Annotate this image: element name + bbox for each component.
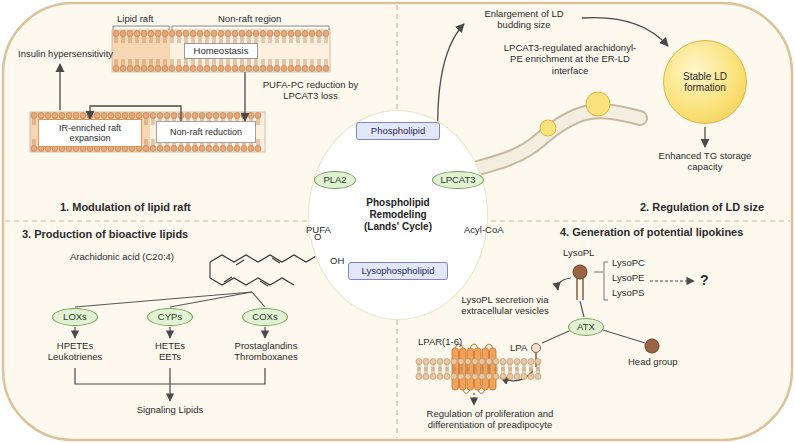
lpar-receptor <box>452 344 496 394</box>
enzyme-oval: PLA2 <box>314 171 356 189</box>
text-label: Regulation of proliferation and differen… <box>405 408 575 431</box>
text-label: Non-raft region <box>218 13 281 24</box>
split-line <box>542 331 569 343</box>
text-label: ? <box>700 272 709 289</box>
acid-structure <box>210 244 328 286</box>
text-label: HPETEs Leukotrienes <box>35 340 115 363</box>
section-title: 1. Modulation of lipid raft <box>60 201 191 214</box>
split-line <box>603 330 645 343</box>
text-label: Head group <box>628 356 678 367</box>
droplet-circle: Stable LD formation <box>663 40 747 124</box>
lipid-heads <box>31 113 261 152</box>
text-label: Signaling Lipids <box>120 404 220 415</box>
text-label: Enlargement of LD budding size <box>468 8 580 31</box>
arrow <box>473 393 474 405</box>
outer-frame <box>3 3 792 440</box>
text-label: LysoPC <box>612 257 645 268</box>
node-text: Lysophospholipid <box>361 266 434 277</box>
arrow <box>704 127 705 147</box>
text-label: LysoPE <box>612 272 644 283</box>
text-label: Insulin hypersensitivity <box>18 48 113 59</box>
enzyme-oval: COXs <box>242 308 288 326</box>
node-text: PLA2 <box>323 175 346 186</box>
lipid-heads <box>416 359 541 380</box>
node-text: LPCAT3 <box>440 175 475 186</box>
split-line <box>580 301 584 317</box>
enzyme-oval: ATX <box>568 318 604 336</box>
text-label: HETEs EETs <box>145 340 195 363</box>
text-label: LPAR(1-6) <box>418 336 462 347</box>
membrane-panel: Homeostasis <box>112 30 330 72</box>
node-text: LOXs <box>63 312 87 323</box>
text-label: Arachidonic acid (C20:4) <box>70 251 174 262</box>
section-title: 3. Production of bioactive lipids <box>22 228 188 241</box>
node-text: Phospholipid Remodeling (Lands' Cycle) <box>358 197 438 233</box>
text-label: Acyl-CoA <box>464 224 504 235</box>
arrow <box>75 327 265 401</box>
arrow <box>582 18 668 46</box>
arrow <box>558 278 571 290</box>
section-title: 2. Regulation of LD size <box>640 201 764 214</box>
lipid-heads <box>113 31 329 72</box>
lipid-box: Lysophospholipid <box>348 262 448 280</box>
node-text: IR-enriched raft expansion <box>42 123 138 144</box>
text-label: LysoPS <box>612 287 644 298</box>
node-text: ATX <box>577 322 595 333</box>
cycle-connector <box>244 72 245 121</box>
text-label: PUFA-PC reduction by LPCAT3 loss <box>253 79 368 102</box>
section-title: 4. Generation of potential lipokines <box>560 226 743 239</box>
node-text: COXs <box>252 312 277 323</box>
enzyme-oval: CYPs <box>147 308 193 326</box>
text-label: LPA <box>510 342 527 353</box>
text-label: O <box>314 231 321 242</box>
text-label: LysoPL <box>563 247 594 258</box>
node-text: Non-raft reduction <box>170 127 242 137</box>
text-label: LPCAT3-regulated arachidonyl-PE enrichme… <box>500 42 640 76</box>
text-label: Lipid raft <box>117 13 153 24</box>
branch-lines <box>75 292 265 307</box>
raft-box: IR-enriched raft expansion <box>38 119 142 147</box>
node-text: CYPs <box>158 312 182 323</box>
node-text: Homeostasis <box>184 43 259 60</box>
text-label: Prostaglandins Thromboxanes <box>222 340 310 363</box>
node-text: Phospholipid <box>371 126 425 137</box>
cycle-ellipse: Phospholipid Remodeling (Lands' Cycle) Ph… <box>308 110 488 320</box>
lysopl-icon <box>573 262 608 300</box>
raft-box: Non-raft reduction <box>156 121 256 143</box>
text-label: Enhanced TG storage capacity <box>655 150 755 173</box>
arrow <box>650 280 694 281</box>
arrow <box>59 64 60 110</box>
node-text: Stable LD formation <box>674 71 736 94</box>
text-label: OH <box>330 255 344 266</box>
text-label: LysoPL secretion via extracellular vesic… <box>455 294 555 317</box>
head-group-icon <box>645 339 659 353</box>
arrow <box>501 371 533 381</box>
enzyme-oval: LPCAT3 <box>432 171 484 189</box>
lipid-box: Phospholipid <box>356 122 440 140</box>
enzyme-oval: LOXs <box>52 308 98 326</box>
